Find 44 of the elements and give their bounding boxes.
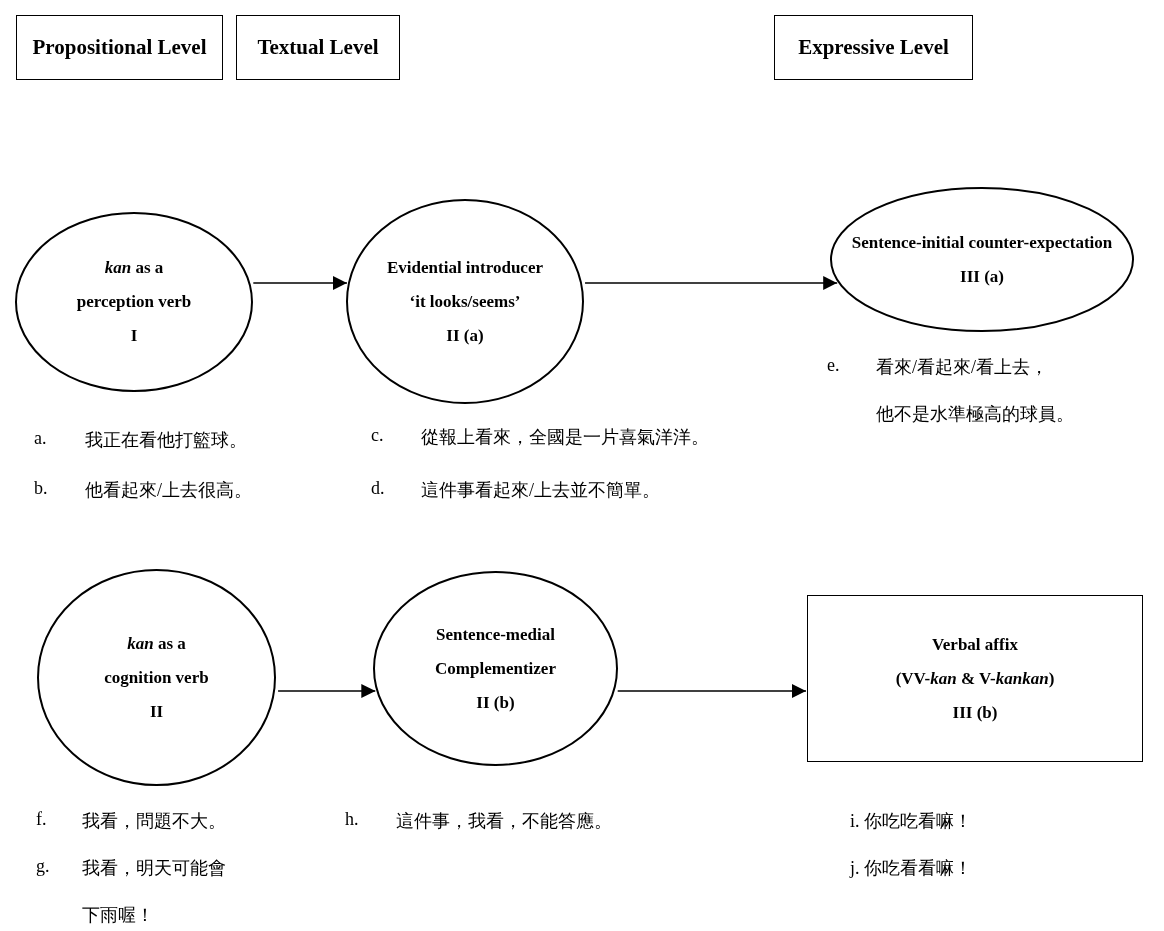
example-sentence: d. <box>371 478 385 499</box>
level-heading: Textual Level <box>257 35 379 60</box>
arrow <box>252 276 348 290</box>
example-sentence: c. <box>371 425 384 446</box>
example-sentence: a. <box>34 428 47 449</box>
concept-label: Evidential introducer ‘it looks/seems’ <box>386 256 544 313</box>
arrow <box>616 684 807 698</box>
concept-label: (VV-kan & V-kankan) <box>894 667 1056 690</box>
stage-numeral: II (a) <box>445 324 485 347</box>
example-sentence: j. 你吃看看嘛！ <box>850 857 972 880</box>
concept-label: kan as a perception verb <box>75 257 193 313</box>
level-heading: Expressive Level <box>798 35 949 60</box>
concept-label: kan as a cognition verb <box>103 632 210 689</box>
level-heading: Propositional Level <box>32 35 207 60</box>
example-sentence: e. <box>827 355 840 376</box>
stage-numeral: III (b) <box>951 701 999 724</box>
level-heading-box <box>16 15 223 80</box>
example-sentence: 這件事，我看，不能答應。 <box>396 810 612 833</box>
arrow <box>584 276 838 290</box>
example-sentence: f. <box>36 809 47 830</box>
concept-box <box>807 595 1143 762</box>
example-sentence: 從報上看來，全國是一片喜氣洋洋。 <box>421 426 709 449</box>
example-sentence: 他不是水準極高的球員。 <box>876 403 1074 426</box>
level-heading-box <box>774 15 973 80</box>
example-sentence: 下雨喔！ <box>82 904 154 927</box>
example-sentence: 我正在看他打籃球。 <box>85 429 247 452</box>
concept-label: Sentence-medial Complementizer <box>434 623 557 680</box>
concept-label: Sentence-initial counter-expectation <box>850 231 1114 254</box>
stage-numeral: I <box>129 325 139 347</box>
example-sentence: g. <box>36 856 50 877</box>
example-sentence: 看來/看起來/看上去， <box>876 356 1048 379</box>
example-sentence: h. <box>345 809 359 830</box>
stage-numeral: III (a) <box>959 265 1005 288</box>
example-sentence: 他看起來/上去很高。 <box>85 479 252 502</box>
stage-numeral: II (b) <box>475 691 516 714</box>
example-sentence: i. 你吃吃看嘛！ <box>850 810 972 833</box>
example-sentence: b. <box>34 478 48 499</box>
example-sentence: 這件事看起來/上去並不簡單。 <box>421 479 660 502</box>
example-sentence: 我看，問題不大。 <box>82 810 226 833</box>
arrow <box>277 684 377 698</box>
concept-label: Verbal affix <box>931 633 1019 656</box>
stage-numeral: II <box>148 700 165 723</box>
example-sentence: 我看，明天可能會 <box>82 857 226 880</box>
level-heading-box <box>236 15 400 80</box>
